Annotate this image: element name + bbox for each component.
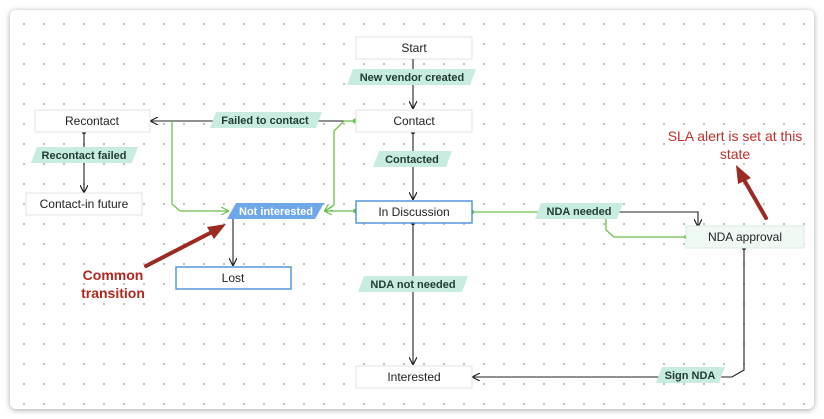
state-interested[interactable]: Interested — [355, 365, 473, 389]
workflow-diagram: Start Contact Recontact Contact-in futur… — [25, 36, 805, 389]
state-contact-label: Contact — [393, 114, 435, 128]
connector-nda-interested — [473, 248, 744, 377]
state-recontact[interactable]: Recontact — [34, 109, 151, 133]
state-nda-approval-label: NDA approval — [708, 230, 782, 244]
transition-new-vendor-created-label: New vendor created — [360, 72, 465, 84]
transition-contacted-label: Contacted — [385, 154, 439, 166]
transition-recontact-failed-label: Recontact failed — [42, 150, 127, 162]
annotation-sla: SLA alert is set at this state — [668, 128, 803, 220]
state-contact-in-future-label: Contact-in future — [40, 197, 129, 211]
transition-nda-not-needed-label: NDA not needed — [370, 279, 455, 291]
state-start[interactable]: Start — [355, 36, 473, 60]
state-nda-approval[interactable]: NDA approval — [685, 225, 805, 249]
transition-sign-nda-label: Sign NDA — [665, 370, 716, 382]
annotation-sla-line1: SLA alert is set at this — [668, 128, 803, 144]
annotation-common-line2: transition — [81, 285, 145, 301]
transition-recontact-failed[interactable]: Recontact failed — [31, 147, 138, 163]
transition-sign-nda[interactable]: Sign NDA — [656, 367, 725, 383]
connector-recontact-notinterested — [171, 121, 228, 211]
state-lost[interactable]: Lost — [175, 266, 292, 290]
annotation-common-line1: Common — [83, 267, 144, 283]
transition-not-interested-label: Not interested — [239, 206, 313, 218]
transition-contacted[interactable]: Contacted — [373, 151, 452, 167]
state-in-discussion-label: In Discussion — [378, 205, 449, 219]
transition-failed-to-contact[interactable]: Failed to contact — [210, 112, 322, 128]
transition-nda-needed[interactable]: NDA needed — [535, 203, 623, 219]
transition-nda-not-needed[interactable]: NDA not needed — [358, 276, 468, 292]
annotation-common-transition: Common transition — [81, 224, 226, 301]
connector-contact-notinterested — [325, 121, 355, 211]
transition-not-interested[interactable]: Not interested — [227, 203, 324, 219]
state-recontact-label: Recontact — [65, 114, 120, 128]
annotation-common-arrow — [144, 224, 226, 268]
state-in-discussion[interactable]: In Discussion — [355, 200, 473, 224]
annotation-sla-line2: state — [720, 146, 751, 162]
transition-new-vendor-created[interactable]: New vendor created — [347, 69, 476, 85]
state-interested-label: Interested — [387, 370, 440, 384]
state-contact[interactable]: Contact — [355, 109, 473, 133]
annotation-sla-arrow — [736, 165, 768, 220]
state-lost-label: Lost — [222, 271, 245, 285]
state-start-label: Start — [401, 41, 427, 55]
transition-failed-to-contact-label: Failed to contact — [221, 115, 309, 127]
transition-nda-needed-label: NDA needed — [547, 206, 612, 218]
workflow-canvas: Start Contact Recontact Contact-in futur… — [10, 10, 814, 409]
state-contact-in-future[interactable]: Contact-in future — [25, 192, 143, 216]
